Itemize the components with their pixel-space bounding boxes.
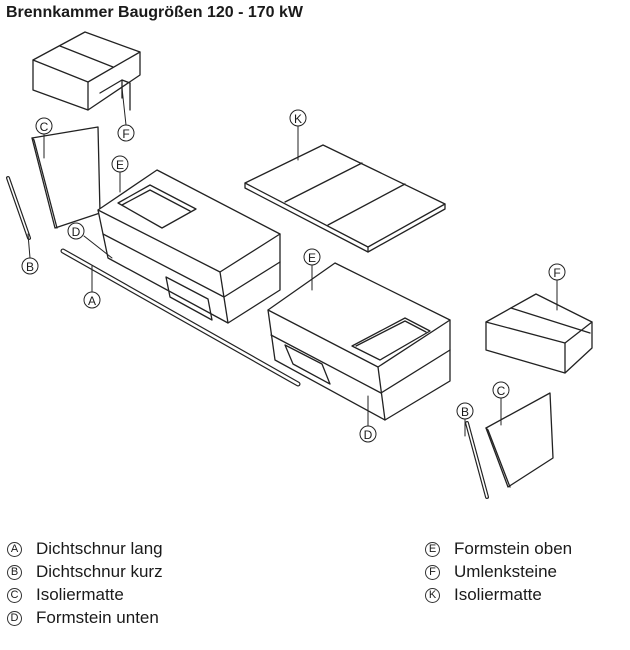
legend-item-a: A Dichtschnur lang xyxy=(7,538,163,560)
svg-text:D: D xyxy=(364,428,373,442)
callout-d-left: D xyxy=(67,222,85,240)
callout-a: A xyxy=(83,291,101,309)
legend-text-e: Formstein oben xyxy=(454,539,573,558)
svg-text:D: D xyxy=(72,225,81,239)
callout-d-right: D xyxy=(359,425,377,443)
exploded-view-drawing: F C B E D A K E xyxy=(6,31,593,499)
svg-text:F: F xyxy=(553,266,560,280)
insulation-mat-right xyxy=(485,392,554,488)
legend-item-e: E Formstein oben xyxy=(425,538,572,560)
deflector-block-right xyxy=(485,293,593,374)
insulation-mat-center xyxy=(244,144,446,253)
shaped-block-left xyxy=(97,169,281,324)
legend-text-a: Dichtschnur lang xyxy=(36,539,163,558)
callout-f-right: F xyxy=(548,263,566,281)
legend-text-k: Isoliermatte xyxy=(454,585,542,604)
callout-k: K xyxy=(289,109,307,127)
legend-text-c: Isoliermatte xyxy=(36,585,124,604)
svg-text:B: B xyxy=(461,405,469,419)
sealing-cord-long xyxy=(60,248,301,387)
legend-item-b: B Dichtschnur kurz xyxy=(7,561,163,583)
shaped-block-right xyxy=(267,262,451,421)
legend-letter-c: C xyxy=(7,587,22,603)
insulation-mat-left xyxy=(31,126,101,229)
callout-c-right: C xyxy=(492,381,510,399)
legend-item-f: F Umlenksteine xyxy=(425,561,557,583)
sealing-cord-short-right xyxy=(465,421,489,499)
svg-text:A: A xyxy=(88,294,96,308)
legend-letter-e: E xyxy=(425,541,440,557)
diagram-title: Brennkammer Baugrößen 120 - 170 kW xyxy=(6,4,303,21)
callout-labels: F C B E D A K E xyxy=(21,109,566,443)
svg-text:E: E xyxy=(116,158,124,172)
sealing-cord-short-left xyxy=(6,176,31,240)
legend-item-k: K Isoliermatte xyxy=(425,584,542,606)
callout-e-right: E xyxy=(303,248,321,266)
svg-text:F: F xyxy=(122,127,129,141)
callout-e-left: E xyxy=(111,155,129,173)
svg-text:B: B xyxy=(26,260,34,274)
svg-text:C: C xyxy=(40,120,49,134)
svg-text:E: E xyxy=(308,251,316,265)
legend-letter-a: A xyxy=(7,541,22,557)
legend-item-c: C Isoliermatte xyxy=(7,584,124,606)
callout-c-left: C xyxy=(35,117,53,135)
legend-item-d: D Formstein unten xyxy=(7,607,159,629)
legend-text-d: Formstein unten xyxy=(36,608,159,627)
callout-b-left: B xyxy=(21,257,39,275)
legend-text-b: Dichtschnur kurz xyxy=(36,562,163,581)
callout-f-top: F xyxy=(117,124,135,142)
legend-letter-b: B xyxy=(7,564,22,580)
legend-letter-d: D xyxy=(7,610,22,626)
legend-text-f: Umlenksteine xyxy=(454,562,557,581)
deflector-block-top-left xyxy=(32,31,141,111)
svg-text:K: K xyxy=(294,112,302,126)
callout-b-right: B xyxy=(456,402,474,420)
svg-text:C: C xyxy=(497,384,506,398)
legend-letter-k: K xyxy=(425,587,440,603)
callout-leaders xyxy=(27,87,558,437)
legend-letter-f: F xyxy=(425,564,440,580)
